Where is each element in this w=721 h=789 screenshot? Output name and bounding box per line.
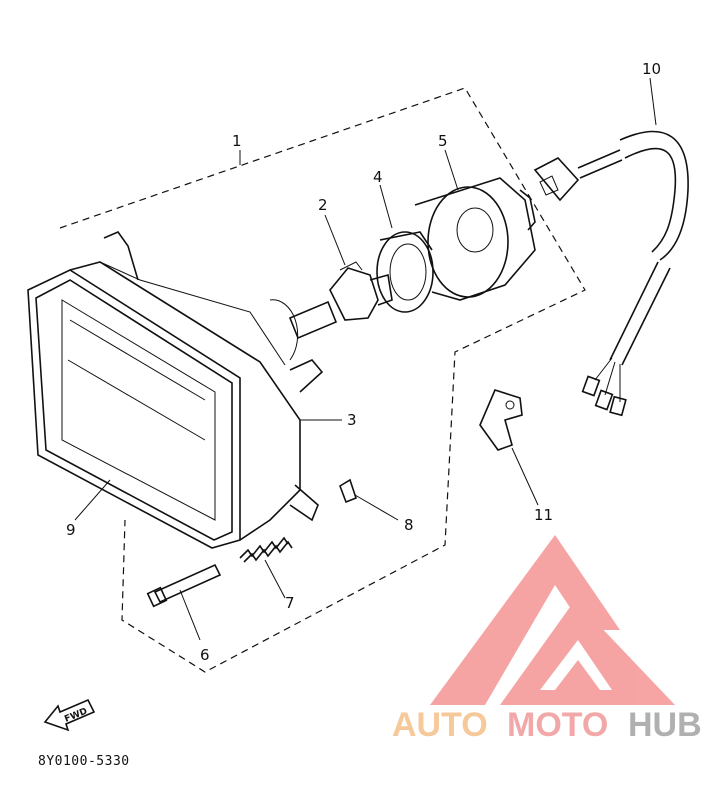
rubber-boot xyxy=(414,177,536,301)
callout-3: 3 xyxy=(347,411,357,429)
callout-6: 6 xyxy=(200,646,210,664)
callout-10: 10 xyxy=(642,60,661,78)
bulb-socket xyxy=(376,231,434,313)
headlight-rim xyxy=(27,269,241,549)
callout-4: 4 xyxy=(373,168,383,186)
adjuster-nut xyxy=(339,478,399,521)
part-code: 8Y0100-5330 xyxy=(38,754,130,769)
callout-5: 5 xyxy=(438,132,448,150)
watermark-wordmark: AUTO MOTO HUB xyxy=(392,706,702,744)
headlight-body xyxy=(61,231,324,541)
callout-9: 9 xyxy=(66,521,76,539)
callout-1: 1 xyxy=(232,132,242,150)
callout-7: 7 xyxy=(285,594,295,612)
adjuster-spring xyxy=(239,536,293,599)
watermark-moto: MOTO xyxy=(507,706,608,744)
callout-8: 8 xyxy=(404,516,414,534)
watermark-hub: HUB xyxy=(628,706,702,744)
halogen-bulb xyxy=(288,261,393,340)
wire-clamp xyxy=(479,389,539,506)
assembly-boundary xyxy=(59,87,586,673)
forward-arrow-icon: FWD xyxy=(43,698,96,732)
adjuster-bolt xyxy=(146,563,222,641)
watermark-auto: AUTO xyxy=(392,706,488,744)
callout-11: 11 xyxy=(534,506,553,524)
watermark-logo-mark xyxy=(430,535,675,705)
callout-2: 2 xyxy=(318,196,328,214)
wire-harness xyxy=(533,130,689,417)
